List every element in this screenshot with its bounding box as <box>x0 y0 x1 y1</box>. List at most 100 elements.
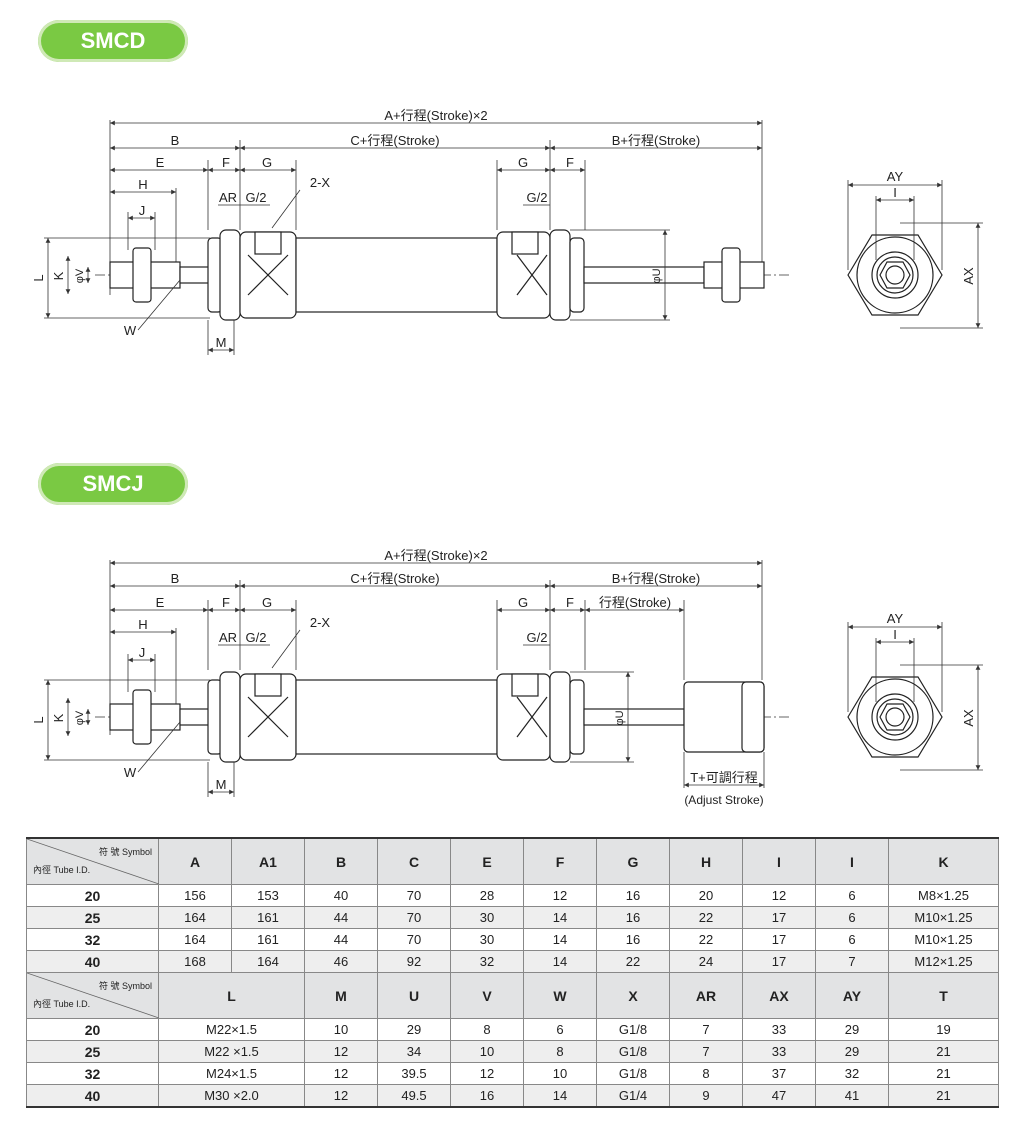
column-header: C <box>377 837 451 885</box>
table-cell: 30 <box>450 928 524 951</box>
label-h: H <box>138 177 147 192</box>
table-cell: M10×1.25 <box>888 906 999 929</box>
smcd-drawing: A+行程(Stroke)×2 B C+行程(Stroke) B+行程(Strok… <box>31 108 983 355</box>
label-v-2: φV <box>74 710 86 725</box>
tube-id-cell: 32 <box>26 1062 159 1085</box>
label-j: J <box>139 203 146 218</box>
table-cell: 156 <box>158 884 232 907</box>
label-e-2: E <box>156 595 165 610</box>
table-cell: 17 <box>742 928 816 951</box>
table-cell: 70 <box>377 884 451 907</box>
table-cell: 32 <box>815 1062 889 1085</box>
table-cell: 21 <box>888 1040 999 1063</box>
table-cell: 12 <box>304 1062 378 1085</box>
table-cell: 8 <box>450 1018 524 1041</box>
label-b-stroke: B+行程(Stroke) <box>612 133 701 148</box>
table-cell: 16 <box>450 1084 524 1108</box>
label-m-2: M <box>216 777 227 792</box>
column-header: V <box>450 972 524 1019</box>
column-header: B <box>304 837 378 885</box>
tube-id-cell: 25 <box>26 906 159 929</box>
table-cell: 40 <box>304 884 378 907</box>
label-g-right: G <box>518 155 528 170</box>
table-cell: 29 <box>815 1018 889 1041</box>
table-cell: M8×1.25 <box>888 884 999 907</box>
column-header: K <box>888 837 999 885</box>
label-adjust-stroke: (Adjust Stroke) <box>684 793 763 807</box>
table-cell: 70 <box>377 906 451 929</box>
column-header: M <box>304 972 378 1019</box>
column-header: A1 <box>231 837 305 885</box>
table-cell: G1/4 <box>596 1084 670 1108</box>
table-cell: 10 <box>523 1062 597 1085</box>
tube-id-cell: 25 <box>26 1040 159 1063</box>
label-f: F <box>222 155 230 170</box>
column-header: F <box>523 837 597 885</box>
table-cell: 10 <box>304 1018 378 1041</box>
label-g2-2: G/2 <box>246 630 267 645</box>
table-cell: 29 <box>815 1040 889 1063</box>
label-b: B <box>171 133 180 148</box>
table-cell: 9 <box>669 1084 743 1108</box>
table-cell: 14 <box>523 906 597 929</box>
tube-id-cell: 40 <box>26 950 159 973</box>
table-cell: 29 <box>377 1018 451 1041</box>
table-cell: 28 <box>450 884 524 907</box>
column-header: AR <box>669 972 743 1019</box>
table-cell: 16 <box>596 928 670 951</box>
table-cell: 33 <box>742 1040 816 1063</box>
label-t-adjust: T+可調行程 <box>690 770 758 785</box>
table-cell: 8 <box>669 1062 743 1085</box>
table-cell: 164 <box>158 906 232 929</box>
table-cell: 22 <box>669 928 743 951</box>
symbol-label: 符 號 Symbol <box>98 981 152 991</box>
label-m: M <box>216 335 227 350</box>
table-cell: M12×1.25 <box>888 950 999 973</box>
label-ar: AR <box>219 190 237 205</box>
column-header: W <box>523 972 597 1019</box>
table-cell: 14 <box>523 950 597 973</box>
table-cell: 153 <box>231 884 305 907</box>
table-cell: M22×1.5 <box>158 1018 305 1041</box>
label-f-right-2: F <box>566 595 574 610</box>
table-cell: 8 <box>523 1040 597 1063</box>
label-a-total-2: A+行程(Stroke)×2 <box>384 548 487 563</box>
table-cell: 24 <box>669 950 743 973</box>
column-header: T <box>888 972 999 1019</box>
table-cell: 161 <box>231 928 305 951</box>
label-h-2: H <box>138 617 147 632</box>
table-cell: 14 <box>523 928 597 951</box>
label-a-total: A+行程(Stroke)×2 <box>384 108 487 123</box>
table-cell: 10 <box>450 1040 524 1063</box>
column-header: A <box>158 837 232 885</box>
label-2x-2: 2-X <box>310 615 331 630</box>
label-w: W <box>124 323 137 338</box>
section-badge-smcd: SMCD <box>38 20 188 62</box>
table-cell: M30 ×2.0 <box>158 1084 305 1108</box>
label-j-2: J <box>139 645 146 660</box>
table-cell: 16 <box>596 884 670 907</box>
table-cell: 47 <box>742 1084 816 1108</box>
table-cell: 12 <box>304 1040 378 1063</box>
label-2x: 2-X <box>310 175 331 190</box>
column-header: H <box>669 837 743 885</box>
label-k-2: K <box>51 713 66 722</box>
label-ay-2: AY <box>887 611 904 626</box>
table-cell: 44 <box>304 928 378 951</box>
label-ax: AX <box>961 267 976 285</box>
label-i-2: I <box>893 627 897 642</box>
table-cell: 7 <box>815 950 889 973</box>
column-header: E <box>450 837 524 885</box>
label-g2: G/2 <box>246 190 267 205</box>
table-cell: 49.5 <box>377 1084 451 1108</box>
table-cell: 12 <box>450 1062 524 1085</box>
smcj-drawing: A+行程(Stroke)×2 B C+行程(Stroke) B+行程(Strok… <box>31 548 983 807</box>
table-cell: 33 <box>742 1018 816 1041</box>
tube-id-cell: 20 <box>26 1018 159 1041</box>
